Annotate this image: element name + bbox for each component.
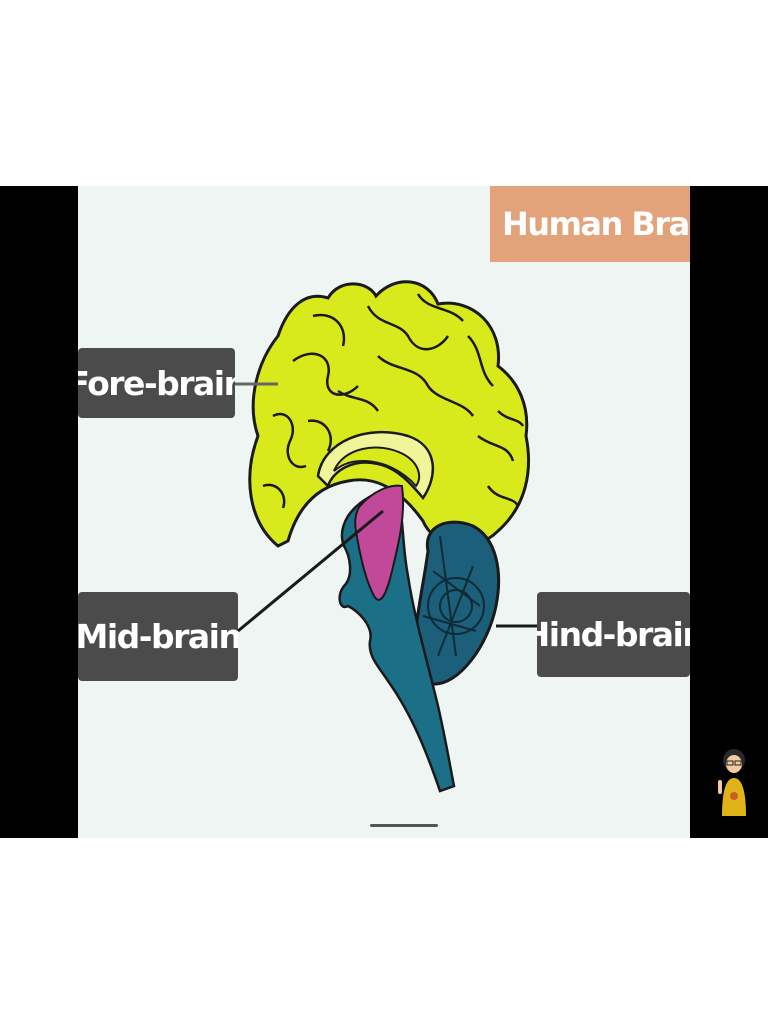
video-frame: Human Brain Fore-brain Mid-brain Hind-br… [0,186,768,838]
cerebrum-shape [248,280,530,548]
hind-brain-label: Hind-brain [537,592,690,677]
cerebellum-shape [411,520,501,686]
gyri-lines [262,293,525,509]
mid-brain-label: Mid-brain [78,592,238,681]
brain-diagram [235,280,537,793]
slide: Human Brain Fore-brain Mid-brain Hind-br… [78,186,690,838]
presenter-avatar-icon [718,749,746,816]
corpus-callosum-shape [316,431,435,501]
video-scrub-bar[interactable] [370,824,438,827]
midbrain-shape [354,484,405,601]
fore-brain-label: Fore-brain [78,348,235,418]
slide-title: Human Brain [490,186,690,262]
mid-brain-pointer [237,509,384,633]
